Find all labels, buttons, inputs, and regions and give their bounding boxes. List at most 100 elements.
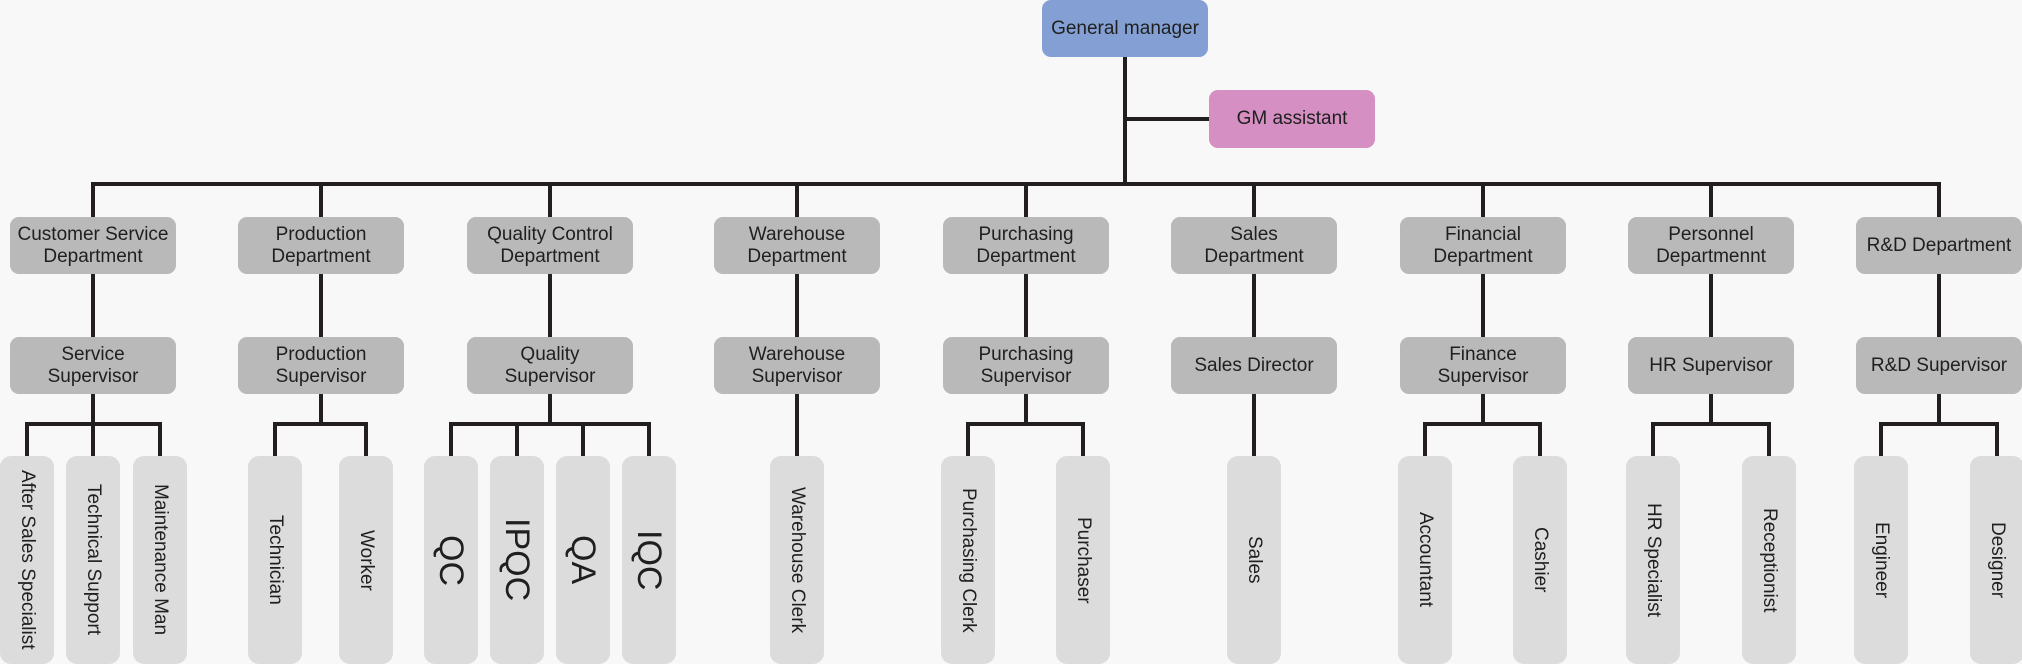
label-line: Supervisor [504, 365, 596, 387]
label-line: Department [1204, 245, 1304, 267]
role-label: Technician [265, 515, 286, 605]
label-line: Warehouse [748, 223, 846, 245]
label-line: Supervisor [275, 365, 367, 387]
label-line: Sales Director [1194, 354, 1314, 376]
role-label: Technical Support [83, 484, 104, 636]
label-line: Personnel [1668, 223, 1754, 245]
label-line: Quality Control [487, 223, 613, 245]
label-line: Service [61, 343, 125, 365]
label-line: Supervisor [47, 365, 139, 387]
role-node[interactable]: After Sales Specialist [0, 456, 54, 664]
role-node[interactable]: Sales [1227, 456, 1281, 664]
gm-assistant-label: GM assistant [1236, 108, 1348, 129]
role-node[interactable]: Designer [1970, 456, 2022, 664]
label-line: Financial [1444, 223, 1522, 245]
label-line: Sales [1230, 223, 1278, 245]
label-line: Departmennt [1656, 245, 1766, 267]
label-line: Department [43, 245, 143, 267]
role-node[interactable]: HR Specialist [1626, 456, 1680, 664]
role-node[interactable]: Receptionist [1742, 456, 1796, 664]
role-label: Cashier [1530, 527, 1551, 593]
role-node[interactable]: QA [556, 456, 610, 664]
role-node[interactable]: Purchaser [1056, 456, 1110, 664]
label-line: Quality [520, 343, 580, 365]
role-node[interactable]: Technical Support [66, 456, 120, 664]
role-node[interactable]: IPQC [490, 456, 544, 664]
label-line: Supervisor [1437, 365, 1529, 387]
general-manager-node[interactable]: General manager [1042, 0, 1208, 57]
label-line: Department [500, 245, 600, 267]
label-line: Production [275, 343, 367, 365]
role-node[interactable]: QC [424, 456, 478, 664]
role-label: Worker [356, 529, 377, 591]
role-label: Sales [1244, 536, 1265, 584]
gm-assistant-node[interactable]: GM assistant [1209, 90, 1375, 148]
label-line: Department [747, 245, 847, 267]
role-label: Purchasing Clerk [958, 487, 979, 633]
role-node[interactable]: Engineer [1854, 456, 1908, 664]
role-node[interactable]: Cashier [1513, 456, 1567, 664]
label-line: R&D Supervisor [1870, 354, 2008, 376]
role-label: QA [564, 535, 602, 585]
role-node[interactable]: Maintenance Man [133, 456, 187, 664]
supervisor-node[interactable]: HR Supervisor [1628, 337, 1794, 394]
supervisor-node-label: Sales Director [1194, 355, 1313, 377]
supervisor-node[interactable]: Sales Director [1171, 337, 1337, 394]
label-line: Finance [1449, 343, 1517, 365]
role-node[interactable]: Worker [339, 456, 393, 664]
role-label: Engineer [1871, 521, 1892, 599]
role-node[interactable]: Warehouse Clerk [770, 456, 824, 664]
label-line: HR Supervisor [1649, 354, 1773, 376]
supervisor-node-label: HR Supervisor [1649, 355, 1773, 377]
role-node[interactable]: IQC [622, 456, 676, 664]
role-label: Designer [1987, 521, 2008, 599]
label-line: Purchasing [978, 223, 1074, 245]
role-label: IPQC [498, 518, 536, 602]
role-node[interactable]: Technician [248, 456, 302, 664]
role-label: Receptionist [1759, 507, 1780, 613]
label-line: Customer Service [17, 223, 169, 245]
general-manager-label: General manager [1051, 17, 1199, 39]
label-line: Supervisor [751, 365, 843, 387]
role-label: IQC [630, 529, 668, 591]
role-label: Purchaser [1073, 516, 1094, 604]
label-line: Production [275, 223, 367, 245]
role-node[interactable]: Purchasing Clerk [941, 456, 995, 664]
role-label: Accountant [1415, 512, 1436, 608]
label-line: Purchasing [978, 343, 1074, 365]
label-line: R&D Department [1866, 234, 2012, 256]
label-line: Department [976, 245, 1076, 267]
label-line: Department [1433, 245, 1533, 267]
role-label: Warehouse Clerk [787, 486, 808, 634]
role-node[interactable]: Accountant [1398, 456, 1452, 664]
label-line: Supervisor [980, 365, 1072, 387]
supervisor-node[interactable]: R&D Supervisor [1856, 337, 2022, 394]
department-node[interactable]: R&D Department [1856, 217, 2022, 274]
